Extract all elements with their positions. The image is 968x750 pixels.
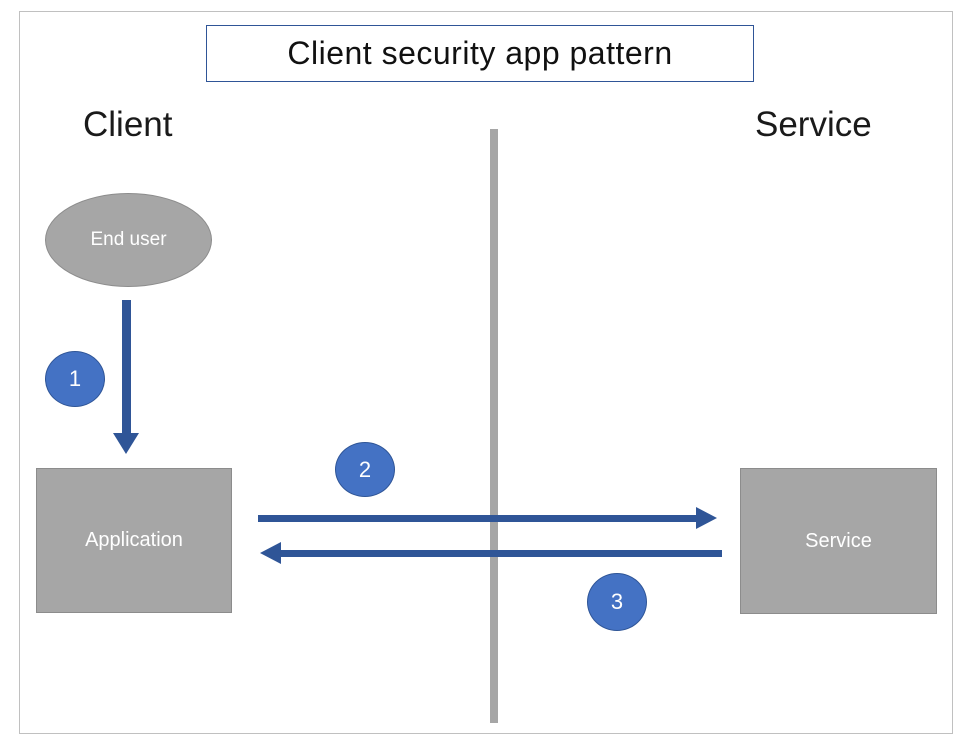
client-service-divider bbox=[490, 129, 498, 723]
arrow-right-head-icon bbox=[696, 507, 717, 529]
arrow-down-head-icon bbox=[113, 433, 139, 454]
step-1-badge: 1 bbox=[45, 351, 105, 407]
arrow-shaft bbox=[122, 300, 131, 433]
arrow-shaft bbox=[280, 549, 722, 557]
end-user-label: End user bbox=[90, 229, 167, 250]
arrow-shaft bbox=[258, 515, 698, 522]
service-node: Service bbox=[740, 468, 937, 614]
arrow-service-to-application bbox=[260, 542, 722, 564]
service-column-heading: Service bbox=[755, 105, 872, 144]
slide-frame bbox=[19, 11, 953, 734]
arrow-left-head-icon bbox=[260, 542, 281, 564]
end-user-node: End user bbox=[45, 193, 212, 287]
diagram-title: Client security app pattern bbox=[287, 35, 673, 71]
client-column-heading: Client bbox=[83, 105, 173, 144]
application-node: Application bbox=[36, 468, 232, 613]
arrow-application-to-service bbox=[258, 507, 718, 530]
arrow-end-user-to-application bbox=[113, 300, 140, 455]
diagram-title-box: Client security app pattern bbox=[206, 25, 754, 82]
step-3-badge: 3 bbox=[587, 573, 647, 631]
service-label: Service bbox=[805, 529, 872, 552]
step-2-badge: 2 bbox=[335, 442, 395, 497]
application-label: Application bbox=[85, 529, 183, 551]
